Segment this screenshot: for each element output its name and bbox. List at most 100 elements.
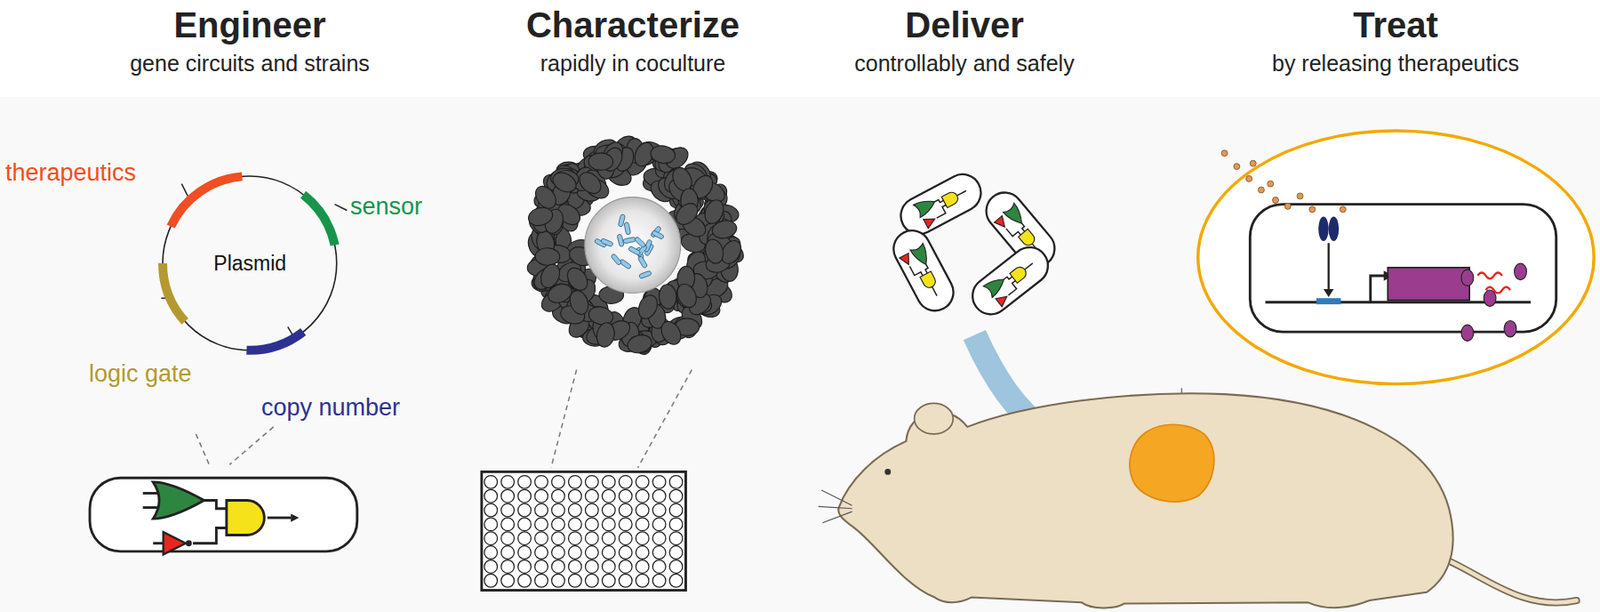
well [635, 503, 649, 517]
tumor-cell [588, 152, 614, 171]
well [484, 475, 498, 489]
well [652, 475, 666, 489]
well [518, 560, 532, 574]
well [618, 488, 632, 503]
step-subtitle: by releasing therapeutics [1272, 50, 1520, 77]
step-subtitle: rapidly in coculture [540, 50, 726, 77]
well [669, 488, 683, 503]
well [535, 517, 549, 531]
well [518, 545, 532, 560]
well [652, 503, 666, 517]
tumor-cell [594, 320, 616, 349]
mouse [818, 392, 1577, 608]
well [601, 503, 616, 517]
well [652, 545, 666, 560]
well [518, 475, 532, 489]
well [552, 573, 566, 587]
well [601, 545, 616, 560]
plasmid-segment [304, 194, 336, 246]
well [501, 531, 515, 545]
well [552, 517, 566, 531]
engineered-cell [89, 477, 358, 554]
tumor-cell [711, 218, 739, 241]
well [501, 560, 515, 574]
tumor-cell [703, 237, 727, 266]
bacterium-rod [633, 236, 646, 248]
well [568, 545, 583, 560]
step-heading: Deliver [904, 4, 1024, 46]
plasmid-segment [162, 263, 185, 321]
well [584, 488, 599, 503]
bacterium-rod [627, 245, 641, 256]
well [669, 531, 683, 545]
well [601, 573, 616, 587]
well [535, 560, 549, 574]
tumor [1129, 424, 1215, 502]
well [552, 475, 566, 489]
part-label: copy number [261, 393, 400, 422]
well [568, 503, 583, 517]
well [552, 545, 566, 560]
well [535, 488, 549, 503]
well [618, 503, 632, 517]
well [552, 503, 566, 517]
well [669, 560, 683, 574]
well [568, 475, 583, 489]
well [535, 545, 549, 560]
tumor-spheroid [525, 131, 748, 356]
well [601, 517, 616, 531]
well [635, 488, 649, 503]
well [584, 573, 599, 587]
well [669, 475, 683, 489]
bacterium-rod [610, 253, 623, 266]
part-label: sensor [350, 192, 423, 221]
well [484, 531, 498, 545]
well [635, 475, 649, 489]
step-subtitle: gene circuits and strains [129, 50, 370, 77]
well [669, 573, 683, 587]
bacterium-rod [600, 238, 614, 248]
well [535, 573, 549, 587]
step-heading: Treat [1352, 4, 1439, 46]
well [584, 517, 599, 531]
well [618, 475, 632, 489]
engineered-bacterium [894, 168, 988, 241]
well [584, 503, 599, 517]
well [601, 475, 616, 489]
bacterium-rod [617, 214, 625, 228]
well [652, 573, 666, 587]
well [501, 545, 515, 560]
bacterium-rod [624, 222, 632, 236]
well [584, 560, 599, 574]
well [568, 573, 583, 587]
tumor-cell [563, 264, 592, 295]
well [652, 560, 666, 574]
therapeutic-release-callout [1198, 130, 1594, 384]
well [568, 517, 583, 531]
well [501, 573, 515, 587]
tumor-cell [634, 292, 661, 322]
coculture-core [584, 197, 681, 294]
well [652, 531, 666, 545]
tumor-cell [649, 144, 677, 166]
well [501, 488, 515, 503]
well [618, 545, 632, 560]
tumor-cell [526, 204, 555, 228]
tumor-cell [672, 199, 702, 229]
step-heading: Characterize [526, 4, 740, 46]
tumor-cell [536, 261, 563, 291]
well [635, 531, 649, 545]
well [552, 560, 566, 574]
well [652, 488, 666, 503]
well [552, 531, 566, 545]
plasmid-segment [247, 331, 304, 351]
plasmid-label: Plasmid [213, 251, 287, 276]
well [652, 517, 666, 531]
well [518, 488, 532, 503]
well [518, 531, 532, 545]
well [501, 475, 515, 489]
tumor-cell [567, 288, 592, 318]
tumor-cell [673, 280, 700, 311]
tumor-cell [575, 168, 605, 198]
